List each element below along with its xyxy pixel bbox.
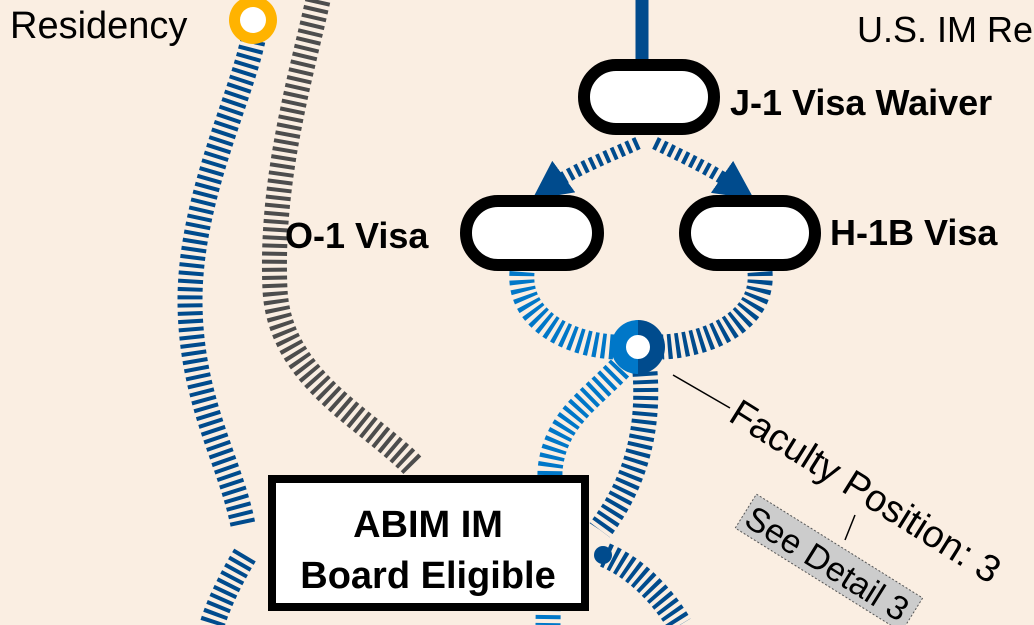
faculty-leader-line <box>672 374 731 409</box>
abim-station[interactable] <box>268 475 589 611</box>
lower-dark-track-end <box>594 546 612 564</box>
abim-label-line2: Board Eligible <box>300 555 555 597</box>
o1-to-faculty-track <box>509 270 616 360</box>
faculty-to-abim-dark-track <box>589 371 659 538</box>
faculty-position-station[interactable] <box>611 320 665 374</box>
residency-blue-track <box>177 37 266 528</box>
lower-left-track <box>200 548 256 625</box>
arrow-to-o1 <box>532 137 641 200</box>
faculty-to-abim-light-track <box>535 359 630 625</box>
o1-visa-label: O-1 Visa <box>285 215 429 256</box>
residency-station-center <box>240 7 266 33</box>
detail-leader-line <box>844 514 856 541</box>
abim-label-line1: ABIM IM <box>353 504 503 546</box>
h1b-to-faculty-track <box>661 270 773 360</box>
residency-label: Residency <box>10 5 187 47</box>
h1b-visa-station[interactable] <box>679 195 821 271</box>
h1b-visa-label: H-1B Visa <box>830 212 998 253</box>
j1-waiver-label: J-1 Visa Waiver <box>730 82 992 123</box>
lower-dark-track <box>599 543 691 625</box>
arrow-to-h1b <box>652 137 755 200</box>
us-im-label: U.S. IM Re <box>857 9 1033 50</box>
j1-waiver-station[interactable] <box>578 59 720 135</box>
o1-visa-station[interactable] <box>460 195 604 271</box>
